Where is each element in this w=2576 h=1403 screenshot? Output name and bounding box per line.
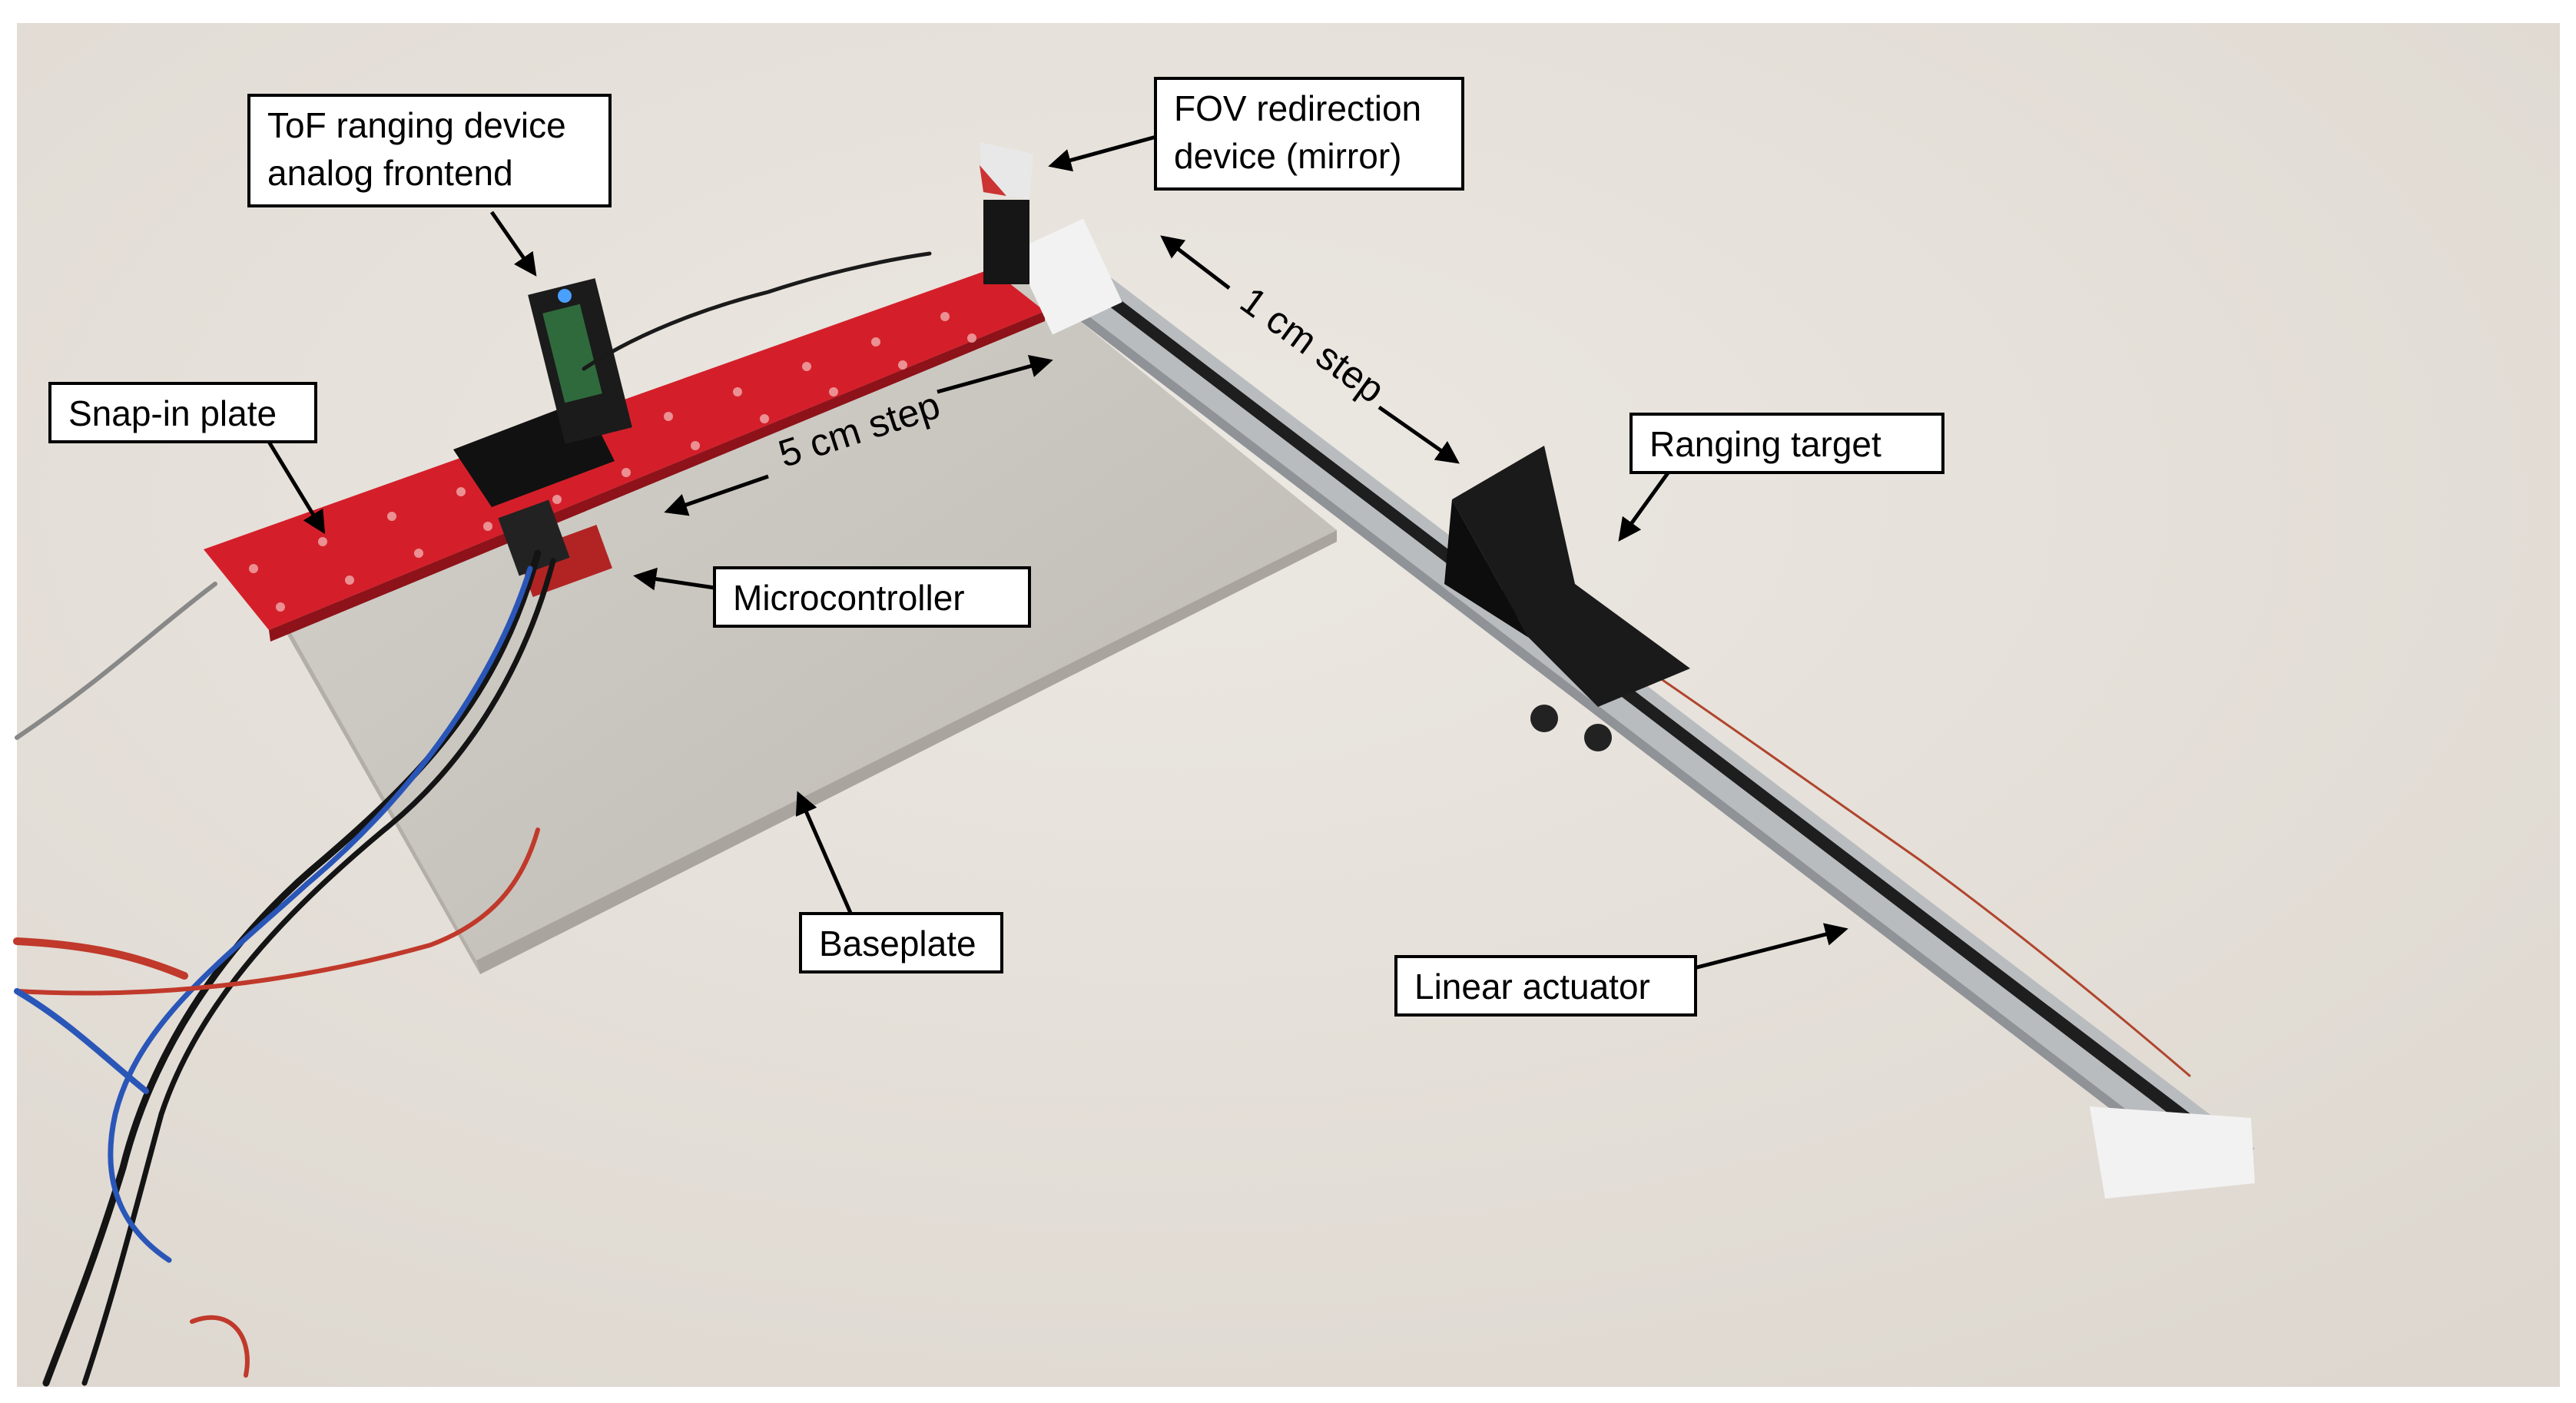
microcontroller <box>498 499 612 598</box>
annotation-arrows <box>267 134 1848 970</box>
ranging-target-label: Ranging target <box>1629 413 1944 474</box>
snap-in-plate-text: Snap-in plate <box>68 393 277 433</box>
tof-frontend-label: ToF ranging device analog frontend <box>247 94 612 207</box>
linear-actuator-label: Linear actuator <box>1394 955 1697 1017</box>
tof-frontend-line-1: ToF ranging device <box>267 105 566 145</box>
fov-redirection-line-2: device (mirror) <box>1174 136 1402 176</box>
microcontroller-label: Microcontroller <box>713 566 1031 628</box>
baseplate-label: Baseplate <box>799 912 1003 973</box>
microcontroller-text: Microcontroller <box>733 578 965 618</box>
fov-mirror <box>980 142 1033 284</box>
snap-in-plate-label: Snap-in plate <box>48 382 317 443</box>
linear-actuator <box>1013 218 2255 1199</box>
linear-actuator-text: Linear actuator <box>1414 967 1650 1007</box>
fov-redirection-label: FOV redirection device (mirror) <box>1154 77 1464 191</box>
tof-device <box>453 278 632 507</box>
snap-in-plate <box>204 269 1045 642</box>
baseplate-text: Baseplate <box>819 924 976 964</box>
fov-redirection-line-1: FOV redirection <box>1174 88 1422 128</box>
ranging-target <box>1444 446 1690 751</box>
ranging-target-text: Ranging target <box>1649 424 1881 464</box>
tof-frontend-line-2: analog frontend <box>267 153 513 193</box>
